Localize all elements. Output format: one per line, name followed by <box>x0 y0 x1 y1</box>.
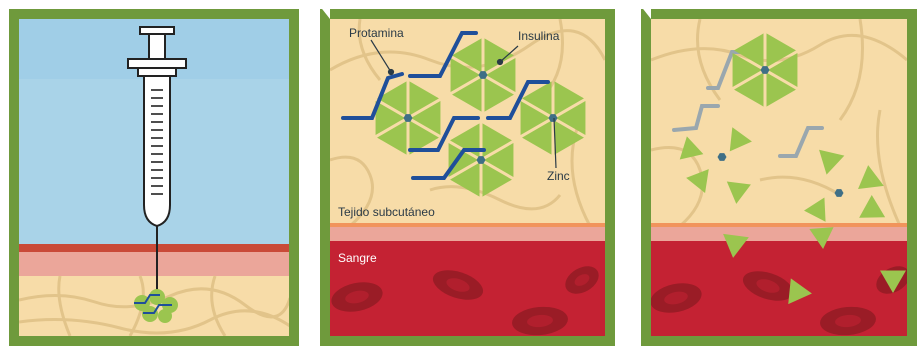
vessel-wall <box>651 227 907 241</box>
skin-dermis <box>19 252 289 276</box>
panel-absorption <box>636 0 917 346</box>
blood-label: Sangre <box>338 251 377 265</box>
protamine-label: Protamina <box>349 26 404 40</box>
zinc-label: Zinc <box>547 169 570 183</box>
skin-surface <box>19 244 289 252</box>
vessel-wall <box>330 227 605 241</box>
insulin-label: Insulina <box>518 29 560 43</box>
panel-injection <box>9 9 299 346</box>
panel-depot: Protamina Insulina Zinc Tejido subcutáne… <box>315 0 615 346</box>
subcutaneous-tissue-label: Tejido subcutáneo <box>338 205 435 219</box>
